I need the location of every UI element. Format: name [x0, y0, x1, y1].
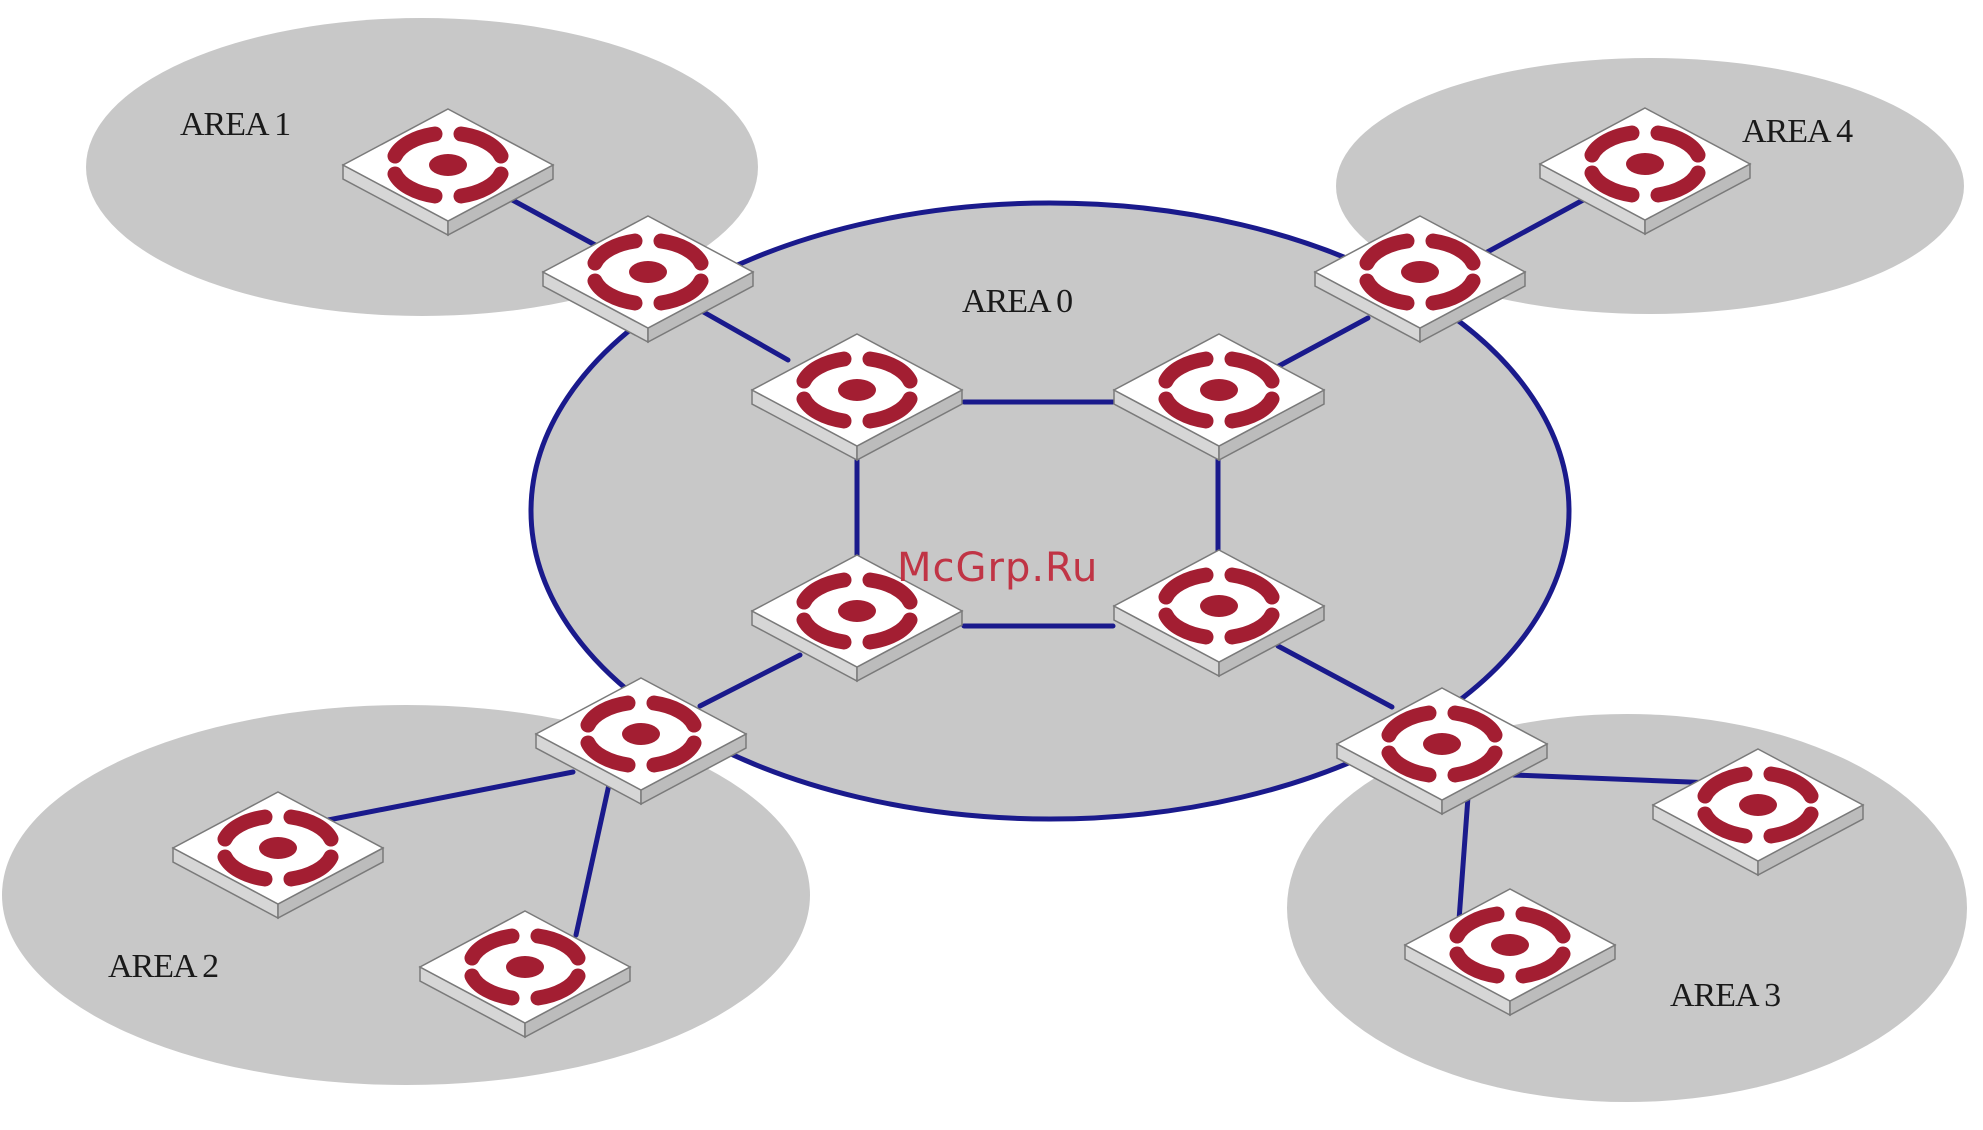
area-2-label: AREA 2 — [108, 948, 218, 985]
watermark: McGrp.Ru — [897, 545, 1098, 591]
area-1-label: AREA 1 — [180, 106, 290, 143]
area-0-label: AREA 0 — [962, 283, 1072, 320]
area-3-label: AREA 3 — [1670, 977, 1780, 1014]
area-4-label: AREA 4 — [1742, 113, 1853, 150]
